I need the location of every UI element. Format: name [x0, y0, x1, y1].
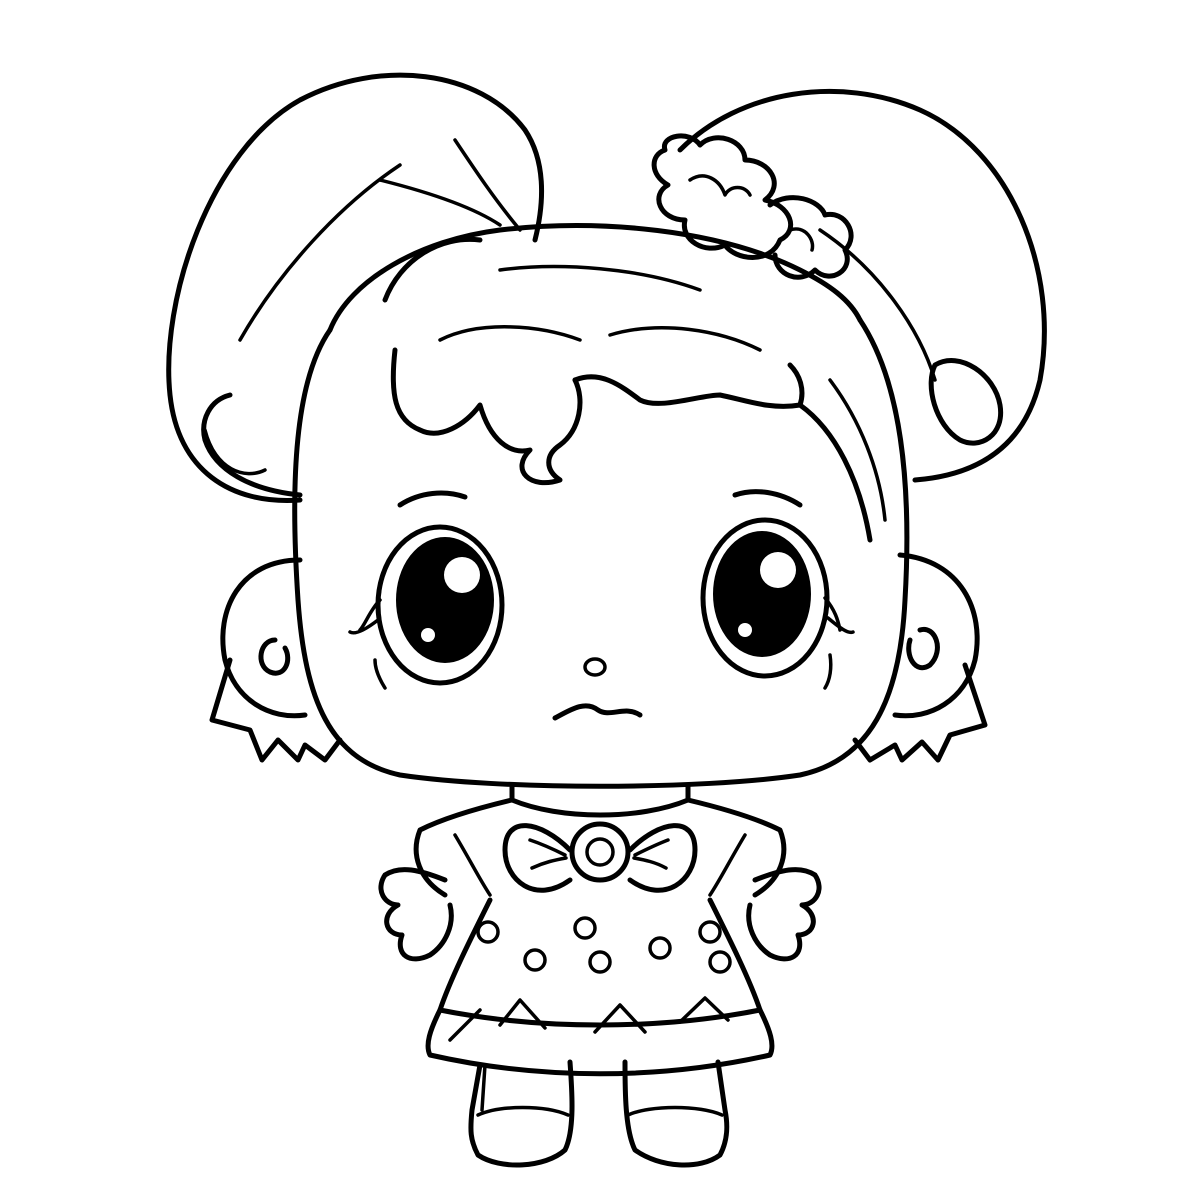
left-ear [166, 72, 544, 503]
left-eyebrow [397, 490, 468, 508]
right-leg [622, 1059, 730, 1168]
right-eyebrow [732, 489, 803, 508]
body [413, 782, 787, 1077]
right-hand [746, 867, 822, 962]
right-eye [700, 517, 855, 690]
mouth [552, 703, 643, 721]
left-eye [348, 524, 505, 690]
chest-bow [502, 821, 698, 893]
dress-polka-dots [476, 916, 732, 974]
left-leg [468, 1059, 575, 1168]
left-hand [378, 867, 454, 962]
right-ear [677, 88, 1047, 483]
left-hair-bun [209, 557, 343, 763]
right-hair-bun [852, 552, 988, 763]
head [292, 223, 910, 789]
hair-flower-bow [651, 133, 854, 280]
hair-bangs [382, 236, 887, 543]
nose [583, 657, 607, 677]
